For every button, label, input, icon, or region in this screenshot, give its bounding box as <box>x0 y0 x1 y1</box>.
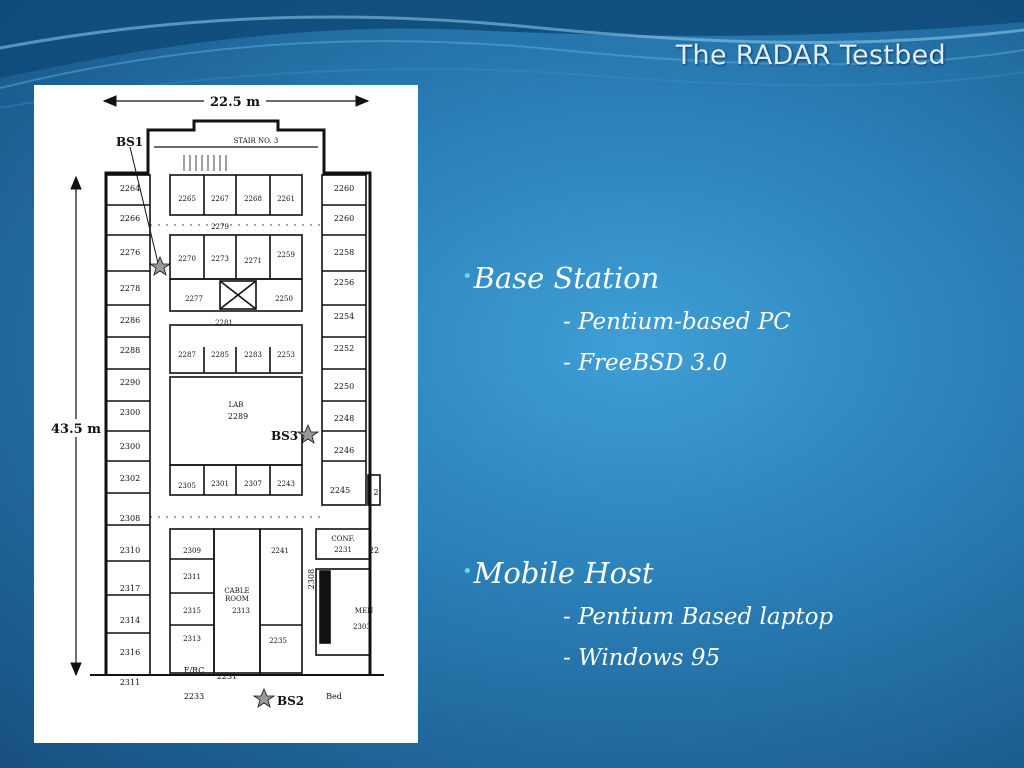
base-station-marker <box>148 255 172 276</box>
room-label: 2310 <box>120 546 140 555</box>
base-station-label: BS1 <box>116 135 143 149</box>
men-label: MEN <box>355 607 373 615</box>
room-label: 2235 <box>269 637 287 645</box>
room-label: 2288 <box>120 346 140 355</box>
room-label: 22 <box>369 546 379 555</box>
room-label: 2283 <box>244 351 262 359</box>
room-label: 2301 <box>211 480 229 488</box>
room-label: 2289 <box>228 412 248 421</box>
header-wave-decoration <box>0 0 1024 109</box>
room-label: 2300 <box>120 442 140 451</box>
room-label: 2256 <box>334 278 354 287</box>
width-dimension-label: 22.5 m <box>210 95 260 110</box>
room-label: 2261 <box>277 195 295 203</box>
room-label: 2231 <box>217 672 237 681</box>
room-label: 2300 <box>120 408 140 417</box>
room-label: 2277 <box>185 295 203 303</box>
room-label: F/RC <box>184 666 204 675</box>
base-station-label: BS3 <box>271 429 298 443</box>
room-label: 2311 <box>183 573 201 581</box>
conf-label: CONF. <box>331 535 354 543</box>
room-label: 2278 <box>120 284 140 293</box>
room-label: 2254 <box>334 312 354 321</box>
slide-title: The RADAR Testbed <box>675 40 946 71</box>
room-label: 2250 <box>334 382 354 391</box>
room-label: 2245 <box>330 486 350 495</box>
bullet-sub-item: - Pentium-based PC <box>563 309 791 335</box>
cable-room-label: ROOM <box>225 595 249 603</box>
room-label: 2285 <box>211 351 229 359</box>
room-label: 2290 <box>120 378 140 387</box>
stair-label: STAIR NO. 3 <box>234 137 279 145</box>
room-label: 2243 <box>277 480 295 488</box>
room-label: 2307 <box>244 480 262 488</box>
floor-plan-drawing: 22.5 m 43.5 m STAIR NO. 3 2264 2266 2276 <box>50 92 384 708</box>
room-label: 2271 <box>244 257 262 265</box>
room-label: 2260 <box>334 214 354 223</box>
room-label: 2260 <box>334 184 354 193</box>
bullet-heading: Base Station <box>473 261 660 295</box>
room-label: 2233 <box>184 692 204 701</box>
room-label: 2313 <box>183 635 201 643</box>
room-label: 2311 <box>120 678 140 687</box>
room-label: 2270 <box>178 255 196 263</box>
room-label: 2267 <box>211 195 229 203</box>
room-label: 2316 <box>120 648 140 657</box>
room-label: Bed <box>326 692 342 701</box>
bullet-heading: Mobile Host <box>473 556 654 590</box>
room-label: 2314 <box>120 616 140 625</box>
room-label: 2276 <box>120 248 140 257</box>
room-label: 2259 <box>277 251 295 259</box>
bullet-sub-item: - Windows 95 <box>563 645 721 671</box>
room-label: 2287 <box>178 351 196 359</box>
room-label: 2273 <box>211 255 229 263</box>
bullet-dot-icon: • <box>462 266 473 287</box>
base-station-label: BS2 <box>277 694 304 708</box>
room-label: 2 <box>373 488 378 497</box>
room-label: 2268 <box>244 195 262 203</box>
room-label: 2286 <box>120 316 140 325</box>
bullet-dot-icon: • <box>462 561 473 582</box>
room-label: 2308 <box>120 514 140 523</box>
room-label: 2253 <box>277 351 295 359</box>
room-label: 2303 <box>353 623 371 631</box>
room-label: 2317 <box>120 584 140 593</box>
room-label: 2231 <box>334 546 352 554</box>
base-station-marker <box>252 687 276 708</box>
bullet-sub-item: - FreeBSD 3.0 <box>563 350 728 376</box>
room-label: 2315 <box>183 607 201 615</box>
bullet-sub-item: - Pentium Based laptop <box>563 604 834 630</box>
base-station-marker <box>296 423 320 444</box>
room-label: 2246 <box>334 446 354 455</box>
room-label: 2266 <box>120 214 140 223</box>
room-label: 2309 <box>183 547 201 555</box>
height-dimension-label: 43.5 m <box>51 422 101 437</box>
cable-room-label: CABLE <box>224 587 249 595</box>
room-label: 2264 <box>120 184 140 193</box>
room-label: 2248 <box>334 414 354 423</box>
room-label: 2258 <box>334 248 354 257</box>
floor-plan-image: 22.5 m 43.5 m STAIR NO. 3 2264 2266 2276 <box>34 85 418 743</box>
room-label: 2241 <box>271 547 289 555</box>
room-label: 2305 <box>178 482 196 490</box>
room-label: 2279 <box>211 223 229 231</box>
lab-label: LAB <box>229 401 244 409</box>
room-label: 2250 <box>275 295 293 303</box>
room-label: 2302 <box>120 474 140 483</box>
room-label: 2252 <box>334 344 354 353</box>
bullet-base-station: •Base Station - Pentium-based PC - FreeB… <box>462 260 791 377</box>
bullet-mobile-host: •Mobile Host - Pentium Based laptop - Wi… <box>462 555 833 672</box>
room-label: 2281 <box>215 319 233 327</box>
room-label: 2265 <box>178 195 196 203</box>
room-label: 2308 <box>307 569 316 589</box>
room-label: 2313 <box>232 607 250 615</box>
